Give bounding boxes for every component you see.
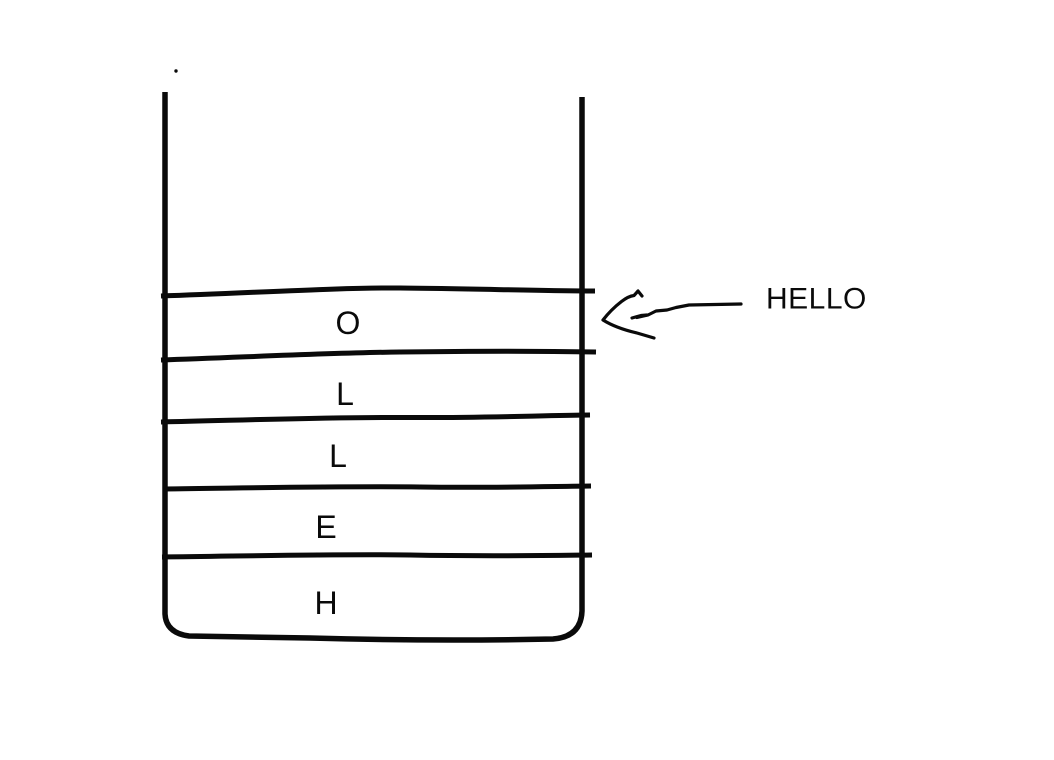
stack-level-divider: [161, 552, 593, 560]
stack-item-letter: O: [335, 305, 361, 341]
stray-dot: [174, 69, 178, 73]
stack-level-divider: [160, 348, 597, 363]
stack-level-divider: [162, 483, 592, 492]
annotation-label: HELLO: [766, 282, 867, 316]
stack-item-letter: H: [314, 585, 338, 621]
arrow-left-icon: [601, 289, 743, 340]
stack-item-letter: L: [336, 376, 354, 412]
stack-item-letter: L: [329, 438, 347, 474]
stack-level-divider: [160, 412, 591, 425]
stack-level-divider: [160, 285, 596, 299]
container-outline: [162, 92, 585, 643]
stack-item-letter: E: [315, 509, 337, 545]
